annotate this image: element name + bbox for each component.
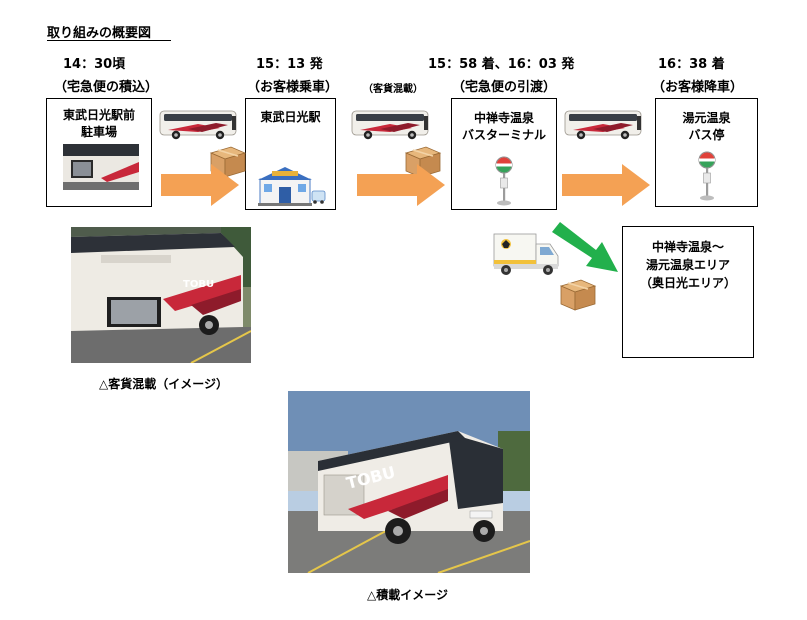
- stage-3-box: 中禅寺温泉 バスターミナル: [451, 98, 557, 210]
- stage-1-box-line-1: 東武日光駅前: [62, 108, 135, 122]
- stage-4-box: 湯元温泉 バス停: [655, 98, 758, 207]
- delivery-area-line-3: （奥日光エリア）: [639, 276, 736, 290]
- photo-2-caption: △積載イメージ: [367, 588, 448, 602]
- stage-2-caption: （お客様乗車）: [247, 80, 339, 95]
- stage-3-box-line-1: 中禅寺温泉: [473, 111, 534, 125]
- stage-4-box-line-2: バス停: [688, 128, 725, 142]
- bus-stop-icon: [492, 156, 516, 208]
- parcel-box-icon: [557, 276, 597, 312]
- stage-4-time: 16：38 着: [658, 57, 725, 72]
- loading-image-photo: TOBU: [288, 391, 530, 573]
- stage-1-caption: （宅急便の積込）: [54, 80, 159, 95]
- stage-1-box: 東武日光駅前 駐車場: [46, 98, 152, 207]
- delivery-area-box: 中禅寺温泉～ 湯元温泉エリア （奥日光エリア）: [622, 226, 754, 358]
- stage-3-caption: （宅急便の引渡）: [452, 80, 557, 95]
- stage-4-box-line-1: 湯元温泉: [682, 111, 731, 125]
- bus-icon: [349, 108, 431, 142]
- bus-icon: [157, 108, 239, 142]
- orange-arrow-icon: [562, 164, 650, 206]
- stage-1-time: 14：30頃: [63, 57, 126, 72]
- photo-1-brand: TOBU: [183, 279, 214, 290]
- orange-arrow-icon: [357, 164, 445, 206]
- delivery-area-line-1: 中禅寺温泉～: [651, 240, 724, 254]
- stage-2-box-line-1: 東武日光駅: [260, 110, 321, 124]
- station-building-icon: [258, 167, 326, 206]
- stage-4-caption: （お客様降車）: [652, 80, 744, 95]
- photo-1-caption: △客貨混載（イメージ）: [99, 377, 228, 391]
- delivery-area-line-2: 湯元温泉エリア: [645, 258, 730, 272]
- mixed-cargo-label: （客貨混載）: [363, 84, 423, 95]
- stage-2-box: 東武日光駅: [245, 98, 336, 210]
- diagram-title: 取り組みの概要図: [47, 26, 152, 41]
- bus-stop-icon: [695, 151, 719, 203]
- stage-3-box-line-2: バスターミナル: [461, 128, 546, 142]
- delivery-truck-icon: [493, 233, 559, 275]
- bus-icon: [562, 108, 644, 142]
- title-underline: [47, 40, 171, 41]
- stage-2-time: 15：13 発: [256, 57, 323, 72]
- stage-1-box-line-2: 駐車場: [80, 125, 117, 139]
- stage-3-time: 15：58 着、16：03 発: [428, 57, 575, 72]
- mixed-cargo-photo: TOBU: [71, 227, 251, 363]
- green-arrow-icon: [552, 222, 618, 272]
- orange-arrow-icon: [161, 164, 239, 206]
- stage-1-bus-photo: [63, 144, 139, 190]
